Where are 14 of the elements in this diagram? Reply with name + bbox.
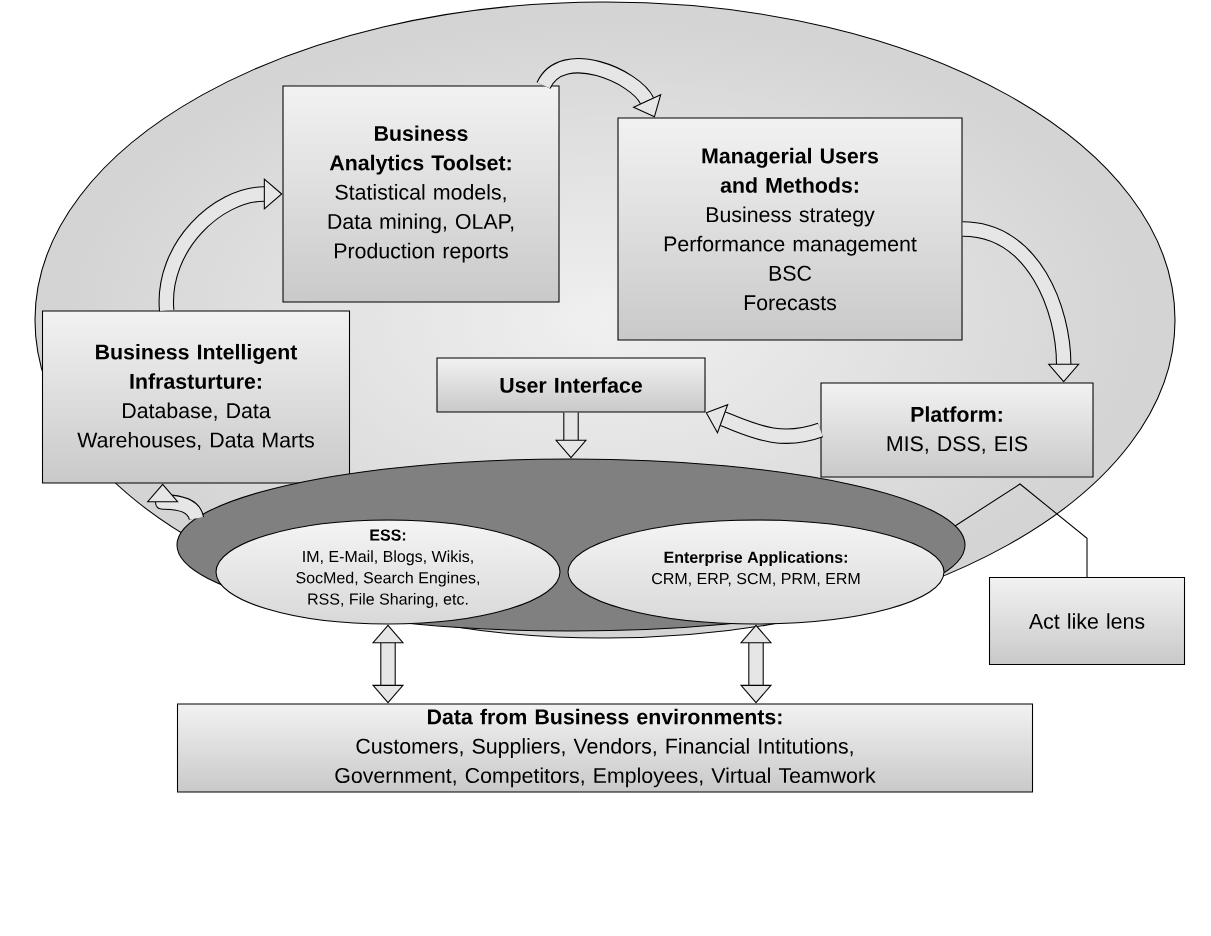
data-box: Data from Business environments: Customers, Suppliers, Vendors, Financial Intitutions, Government, Competitors, Employees, Virtual Teamwork [176,703,1034,793]
block-arrow [537,58,662,118]
process-box: Platform: MIS, DSS, EIS [820,382,1094,478]
callout-box: Act like lens [988,576,1186,666]
process-box: Managerial Users and Methods: Business strategy Performance management BSC Forecasts [617,117,963,341]
leader-line [954,483,1088,578]
block-arrow [371,624,405,704]
block-arrow [146,483,204,521]
block-arrow [961,221,1080,383]
process-box: User Interface [436,357,706,413]
block-arrow [158,177,283,311]
process-box: Business Analytics Toolset: Statistical models, Data mining, OLAP, Production reports [282,85,560,303]
block-arrow [739,624,773,704]
process-box: Business Intelligent Infrasturture: Database, Data Warehouses, Data Marts [41,310,351,484]
